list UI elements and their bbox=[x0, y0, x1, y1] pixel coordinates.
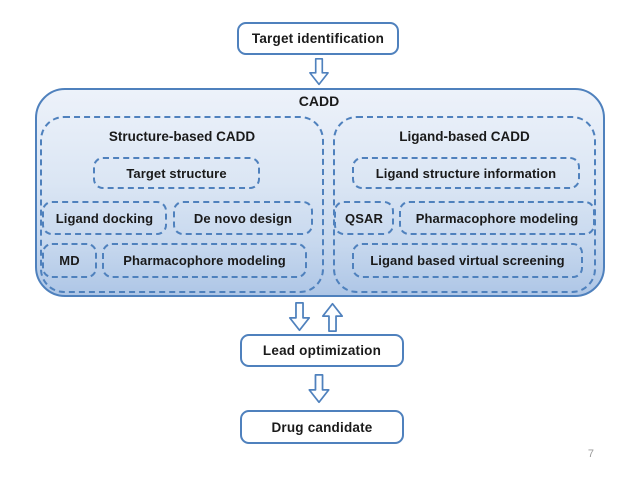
ligand-based-virtual-screening-label: Ligand based virtual screening bbox=[370, 253, 565, 268]
structure-based-cadd-title: Structure-based CADD bbox=[108, 129, 256, 144]
ligand-structure-information-box: Ligand structure information bbox=[352, 157, 580, 189]
qsar-box: QSAR bbox=[334, 201, 394, 235]
md-box: MD bbox=[42, 243, 97, 278]
drug-candidate-label: Drug candidate bbox=[271, 419, 373, 435]
de-novo-design-label: De novo design bbox=[193, 210, 293, 226]
ligand-docking-box: Ligand docking bbox=[42, 201, 167, 235]
pharmacophore-modeling-lb-label: Pharmacophore modeling bbox=[415, 210, 579, 226]
up-arrow-icon bbox=[321, 302, 344, 332]
cadd-label: CADD bbox=[298, 93, 340, 109]
down-arrow-icon bbox=[309, 58, 329, 86]
down-arrow-icon bbox=[308, 374, 330, 404]
target-identification-box: Target identification bbox=[237, 22, 399, 55]
pharmacophore-modeling-sb-box: Pharmacophore modeling bbox=[102, 243, 307, 278]
lead-optimization-label: Lead optimization bbox=[262, 343, 382, 358]
drug-candidate-box: Drug candidate bbox=[240, 410, 404, 444]
target-identification-label: Target identification bbox=[251, 31, 385, 46]
pharmacophore-modeling-sb-label: Pharmacophore modeling bbox=[123, 253, 286, 268]
down-arrow-icon bbox=[288, 302, 311, 332]
de-novo-design-box: De novo design bbox=[173, 201, 313, 235]
ligand-based-cadd-region bbox=[333, 116, 596, 293]
lead-optimization-box: Lead optimization bbox=[240, 334, 404, 367]
target-structure-label: Target structure bbox=[126, 165, 227, 181]
ligand-docking-label: Ligand docking bbox=[55, 210, 154, 226]
ligand-structure-information-label: Ligand structure information bbox=[375, 165, 557, 181]
structure-based-cadd-region bbox=[40, 116, 324, 293]
cadd-container bbox=[35, 88, 605, 297]
pharmacophore-modeling-lb-box: Pharmacophore modeling bbox=[399, 201, 595, 235]
ligand-based-virtual-screening-box: Ligand based virtual screening bbox=[352, 243, 583, 278]
target-structure-box: Target structure bbox=[93, 157, 260, 189]
page-number: 7 bbox=[587, 448, 594, 460]
md-label: MD bbox=[59, 253, 80, 268]
qsar-label: QSAR bbox=[345, 210, 383, 226]
ligand-based-cadd-title: Ligand-based CADD bbox=[399, 129, 530, 144]
